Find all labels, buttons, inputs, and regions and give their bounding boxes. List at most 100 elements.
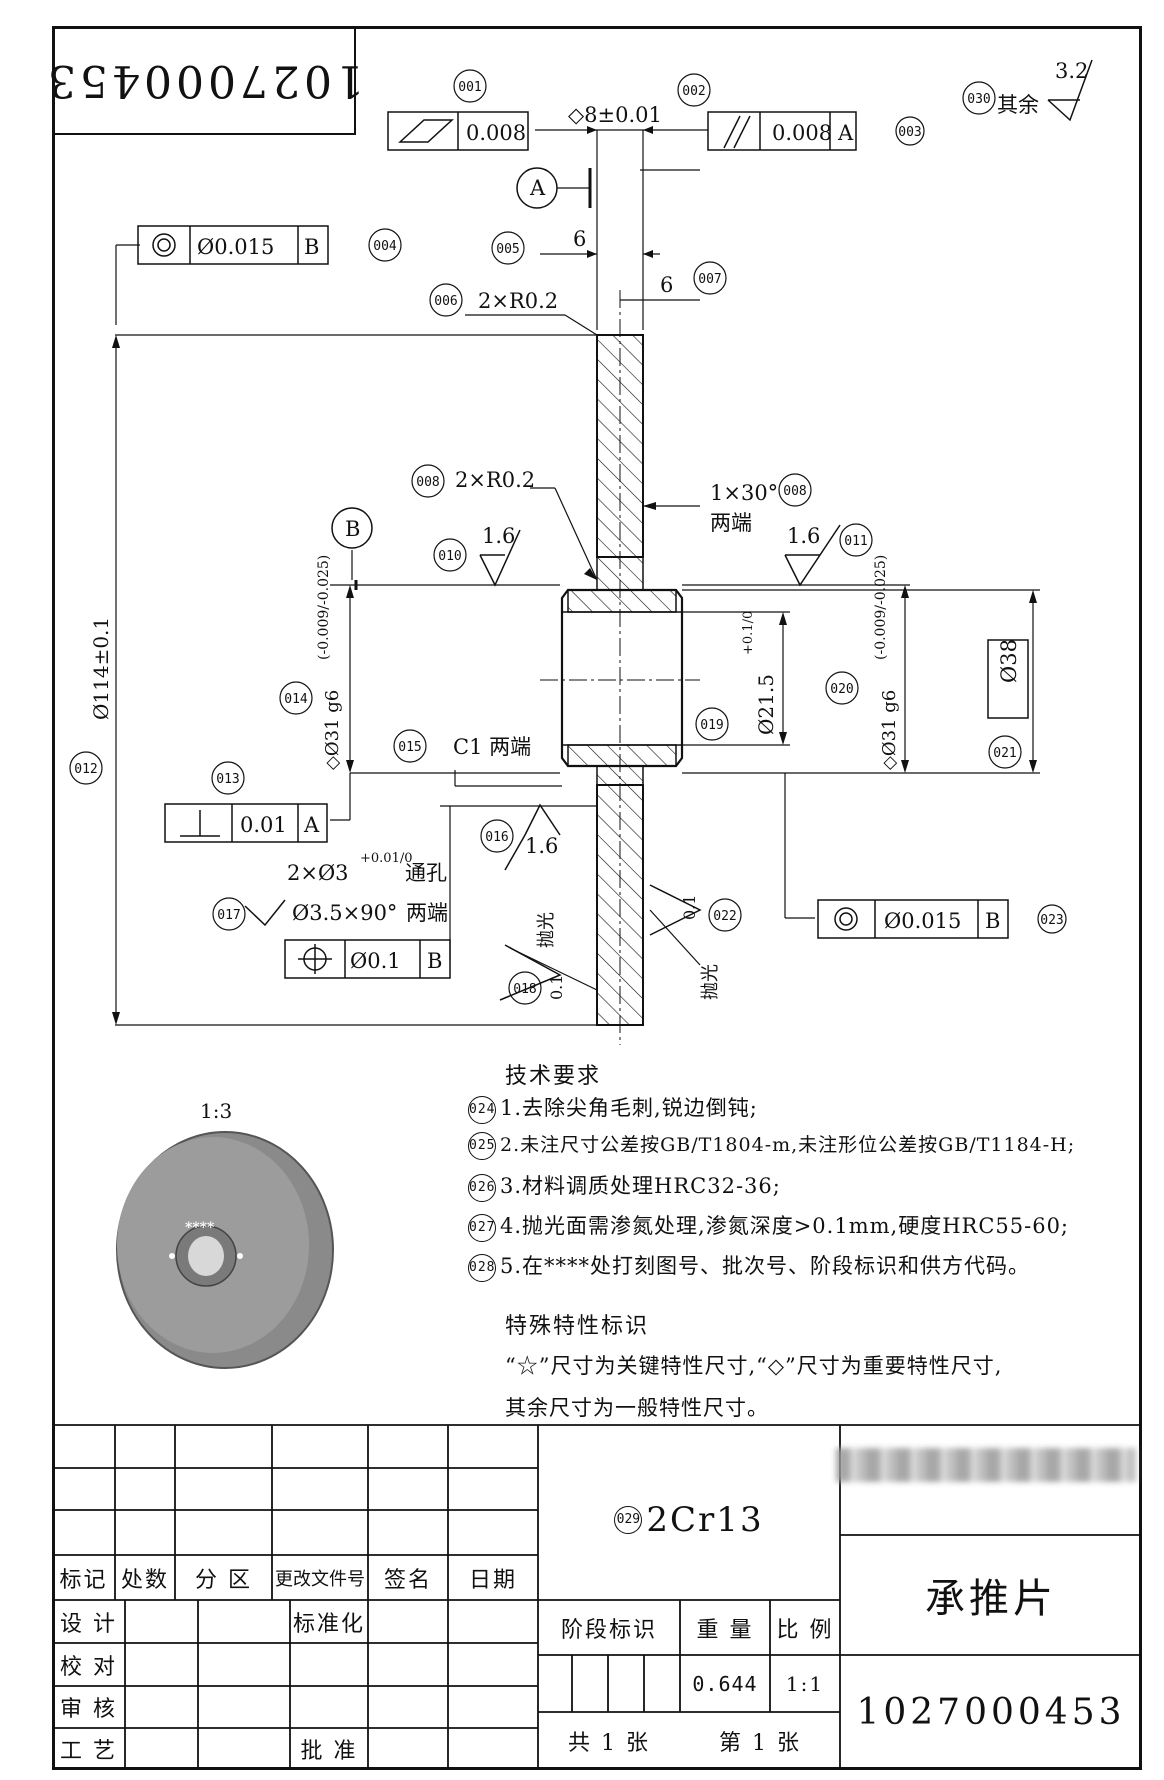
dia-31-left-tolerance: (-0.009/-0.025) [316,555,332,660]
ra-016: 1.6 [525,834,558,858]
balloon-008b: 008 [783,484,806,499]
balloon-007: 007 [698,272,721,287]
tech-req-bubble: 028 [468,1253,496,1282]
thickness-dimension: ◇8±0.01 [568,103,662,127]
drawing-number-stamp: 1027000453 [44,28,364,135]
tech-requirements-title: 技术要求 [505,1064,602,1089]
rest-finish-value: 3.2 [1055,59,1088,83]
balloon-008a: 008 [416,475,439,490]
countersink-dimension: Ø3.5×90° [292,901,397,925]
polish-right: 抛光 [700,964,721,1000]
position-tolerance: Ø0.1 [350,949,401,973]
tech-req-bubble: 027 [468,1213,496,1242]
part-name: 承推片 [925,1576,1057,1622]
parallelism-datum: A [837,121,854,145]
r02-top: 2×R0.2 [478,289,558,313]
sheet-current: 第 1 张 [719,1731,801,1756]
standardization-label: 标准化 [292,1611,365,1637]
balloon-013: 013 [216,772,239,787]
dia-21-5-tolerance: +0.1/0 [741,611,756,655]
view-scale: 1:3 [200,1099,232,1123]
rest-finish-label: 其余 [997,93,1039,117]
tech-req-text: 2.未注尺寸公差按GB/T1804-m,未注形位公差按GB/T1184-H; [500,1134,1076,1156]
balloon-015: 015 [398,740,421,755]
special-line-2: 其余尺寸为一般特性尺寸。 [505,1396,769,1420]
flatness-tolerance: 0.008 [466,121,526,145]
dia-38: Ø38 [997,639,1021,683]
balloon-004: 004 [373,239,397,254]
balloon-010: 010 [438,549,461,564]
dim-6-right: 6 [660,273,673,297]
balloon-003: 003 [898,125,921,140]
part-number: 1027000453 [856,1692,1126,1733]
material-cell: 029 2Cr13 [538,1480,840,1560]
chamfer-both-ends: 两端 [710,511,752,535]
role-check: 校 对 [60,1654,117,1680]
rev-header-change-doc: 更改文件号 [275,1568,365,1590]
balloon-030: 030 [967,92,990,107]
rev-header-zone: 分 区 [195,1567,252,1593]
position-datum: B [427,949,442,973]
tech-req-text: 1.去除尖角毛刺,锐边倒钝; [500,1096,758,1120]
weight-value: 0.644 [692,1671,758,1696]
isometric-view: 1:3 **** [116,1099,334,1369]
tech-req-text: 4.抛光面需渗氮处理,渗氮深度>0.1mm,硬度HRC55-60; [500,1214,1070,1238]
dia-31-left: ◇Ø31 g6 [322,690,343,770]
role-process: 工 艺 [60,1739,117,1764]
weight-label: 重 量 [696,1617,754,1643]
dia-31-right-tolerance: (-0.009/-0.025) [873,555,889,660]
datum-b: B [345,517,360,541]
tech-req-bubble: 025 [468,1131,496,1160]
ra-018: 0.1 [547,975,566,1000]
r02-middle: 2×R0.2 [455,468,535,492]
dia-114: Ø114±0.1 [89,617,113,720]
special-characteristics-title: 特殊特性标识 [505,1314,650,1339]
material-value: 2Cr13 [646,1500,764,1540]
chamfer-dimension: 1×30° [710,481,778,505]
rev-header-signature: 签名 [383,1567,432,1593]
scale-label: 比 例 [776,1617,834,1643]
rev-header-date: 日期 [468,1567,517,1593]
title-block-lines [52,1424,1142,1770]
role-design: 设 计 [60,1611,117,1637]
scale-value: 1:1 [785,1671,825,1696]
ra-022: 0.1 [680,895,699,920]
concentricity-top-tolerance: Ø0.015 [197,235,274,259]
balloon-012: 012 [74,762,97,777]
approve-label: 批 准 [300,1739,358,1764]
balloon-016: 016 [485,830,508,845]
polish-left: 抛光 [536,912,557,948]
sheet-total: 共 1 张 [568,1731,650,1756]
dim-6-top: 6 [573,227,586,251]
parallelism-tolerance: 0.008 [772,121,832,145]
dia-21-5: Ø21.5 [754,674,778,735]
perpendicularity-datum: A [303,813,320,837]
balloon-021: 021 [993,746,1016,761]
holes-dimension: 2×Ø3 [287,861,349,885]
balloon-019: 019 [700,718,723,733]
ra-011: 1.6 [787,524,820,548]
part-section [560,334,684,1026]
rev-header-count: 处数 [120,1567,169,1593]
balloon-002: 002 [682,84,705,99]
balloon-017: 017 [217,908,240,923]
tech-req-bubble: 026 [468,1173,496,1202]
balloon-011: 011 [844,534,867,549]
dia-31-right: ◇Ø31 g6 [879,690,900,770]
perpendicularity-tolerance: 0.01 [240,813,287,837]
rev-header-mark: 标记 [59,1567,108,1593]
stage-label: 阶段标识 [560,1617,657,1643]
datum-a: A [529,176,546,200]
c1-chamfer: C1 两端 [453,735,531,759]
through-holes: 通孔 [405,861,447,885]
ra-010: 1.6 [482,524,515,548]
concentricity-bottom-datum: B [985,909,1000,933]
balloon-005: 005 [496,242,519,257]
countersink-both-ends: 两端 [406,901,448,925]
